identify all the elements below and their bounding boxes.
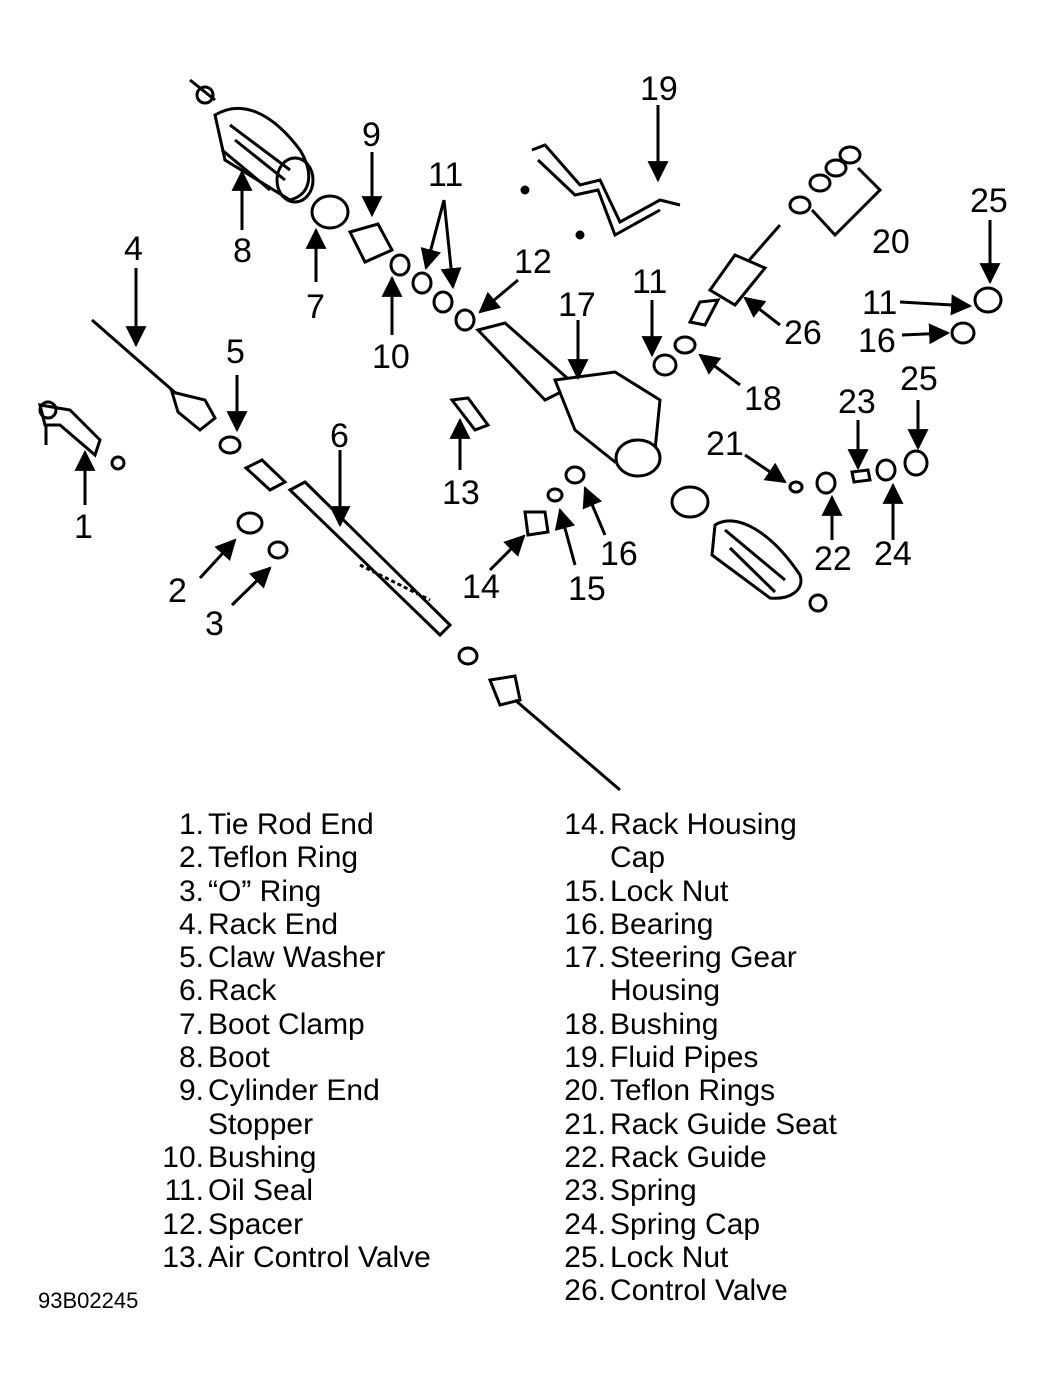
callout-18: 18	[744, 380, 782, 418]
callout-8: 8	[233, 232, 252, 270]
lock-nut-upper-right-part	[973, 286, 1003, 314]
steering-gear-housing-part	[475, 321, 662, 478]
teflon-rings-part	[788, 145, 862, 215]
rack-guide-seat-part	[788, 480, 804, 494]
callout-21: 21	[706, 425, 744, 463]
callout-numbers: 1 2 3 4 5 6 7 8 9 10 11 11 11 11 12 13 1…	[74, 70, 1008, 643]
legend-item: 7.Boot Clamp	[178, 1007, 365, 1041]
callout-20: 20	[872, 223, 910, 261]
callout-13: 13	[442, 474, 480, 512]
callout-4: 4	[124, 230, 143, 268]
legend-item: 2.Teflon Ring	[178, 841, 359, 875]
legend-item: 22.Rack Guide	[564, 1140, 767, 1174]
callout-2: 2	[168, 572, 187, 610]
rack-housing-cap-part	[523, 510, 550, 537]
legend-item: 9.Cylinder End Stopper	[178, 1074, 380, 1141]
callout-7: 7	[306, 288, 325, 326]
legend-item: 20.Teflon Rings	[564, 1074, 776, 1108]
cylinder-end-stopper-part	[347, 222, 395, 264]
callout-16-lower: 16	[600, 535, 638, 573]
legend-item: 18.Bushing	[564, 1007, 719, 1041]
lock-nut-25-part	[903, 449, 929, 477]
legend-item: 16.Bearing	[564, 907, 714, 941]
legend-item: 8.Boot	[178, 1041, 270, 1075]
callout-3: 3	[205, 605, 224, 643]
boot-clamp-part	[310, 194, 350, 230]
rack-end-part	[91, 318, 217, 432]
oil-seal-right-part	[652, 353, 678, 377]
bearing-16-part	[564, 465, 586, 485]
legend-item: 19.Fluid Pipes	[564, 1041, 759, 1075]
exploded-view-diagram: 1 2 3 4 5 6 7 8 9 10 11 11 11 11 12 13 1…	[37, 70, 1008, 792]
legend-item: 1.Tie Rod End	[178, 808, 374, 841]
callout-25-lower: 25	[900, 360, 938, 398]
legend-item: 12.Spacer	[162, 1207, 304, 1241]
spacer-part	[454, 308, 476, 332]
legend-item: 23.Spring	[564, 1174, 697, 1208]
oil-seal-part-2	[432, 290, 454, 314]
callout-6: 6	[330, 417, 349, 455]
lock-nut-15-part	[546, 487, 564, 503]
rack-guide-part	[815, 471, 837, 495]
legend-item: 15.Lock Nut	[564, 874, 729, 908]
bushing-part	[389, 253, 411, 277]
legend-item: 14.Rack Housing Cap	[564, 808, 797, 875]
bearing-upper-right-part	[950, 321, 976, 345]
callout-23: 23	[838, 383, 876, 421]
callout-11-upper-right: 11	[862, 284, 897, 322]
legend-item: 21.Rack Guide Seat	[564, 1107, 837, 1141]
callout-19: 19	[640, 70, 678, 108]
control-valve-part	[687, 224, 782, 327]
callout-26: 26	[784, 314, 822, 352]
callout-11-middle: 11	[632, 263, 667, 301]
legend-item: 25.Lock Nut	[564, 1240, 729, 1274]
fluid-pipes-part	[520, 143, 681, 240]
figure-id: 93B02245	[38, 1288, 139, 1313]
claw-washer-part	[218, 435, 242, 455]
rack-part	[243, 458, 621, 792]
legend-item: 11.Oil Seal	[164, 1174, 314, 1208]
bushing-18-part	[673, 335, 697, 355]
teflon-ring-part	[236, 511, 264, 535]
callout-17: 17	[558, 286, 596, 324]
legend-left-column: 1.Tie Rod End 2.Teflon Ring 3.“O” Ring 4…	[150, 808, 431, 1274]
callout-16-upper-right: 16	[858, 322, 896, 360]
leader-arrows	[74, 105, 1001, 607]
callout-24: 24	[874, 535, 912, 573]
o-ring-part	[267, 540, 289, 560]
callout-25-upper: 25	[970, 182, 1008, 220]
legend-item: 24.Spring Cap	[564, 1207, 761, 1241]
legend-item: 6.Rack	[178, 974, 277, 1008]
legend-right-column: 14.Rack Housing Cap 15.Lock Nut 16.Beari…	[552, 808, 837, 1307]
spring-cap-part	[875, 458, 897, 482]
callout-5: 5	[226, 333, 245, 371]
callout-1: 1	[74, 508, 93, 546]
callout-9: 9	[362, 116, 381, 154]
legend-item: 4.Rack End	[178, 907, 339, 941]
legend-item: 13.Air Control Valve	[162, 1240, 431, 1274]
callout-22: 22	[814, 540, 852, 578]
tie-rod-end-part	[37, 400, 126, 471]
legend-item: 3.“O” Ring	[178, 874, 322, 908]
callout-10: 10	[372, 338, 410, 376]
boot-left-part	[189, 78, 315, 204]
spring-part	[850, 468, 872, 484]
oil-seal-part	[411, 271, 433, 295]
legend-item: 5.Claw Washer	[178, 941, 386, 975]
legend-item: 26.Control Valve	[564, 1274, 788, 1308]
callout-15: 15	[568, 570, 606, 608]
callout-11-left: 11	[428, 156, 463, 194]
boot-right-part	[670, 485, 828, 613]
air-control-valve-part	[449, 396, 491, 432]
legend-item: 10.Bushing	[162, 1140, 317, 1174]
callout-12: 12	[514, 243, 552, 281]
callout-14: 14	[462, 568, 500, 606]
legend-item: 17.Steering Gear Housing	[564, 941, 797, 1008]
